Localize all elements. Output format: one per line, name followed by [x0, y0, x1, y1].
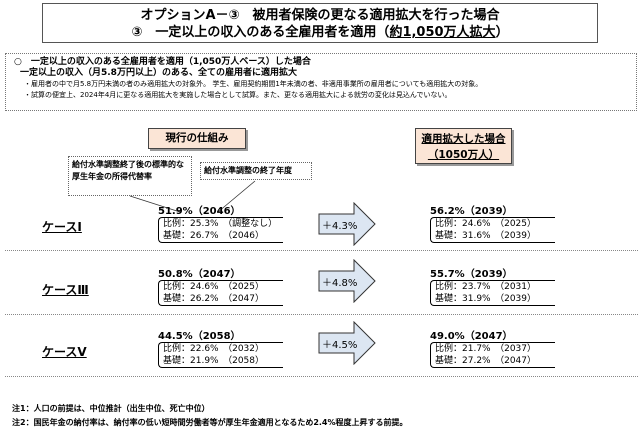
expanded-values: 55.7%（2039） 比例：23.7% （2031） 基礎：31.9% （203… — [430, 265, 555, 306]
conditions-box: ○ 一定以上の収入のある全雇用者を適用（1,050万人ベース）した場合 一定以上… — [5, 53, 637, 111]
expanded-values: 49.0%（2047） 比例：21.7% （2037） 基礎：27.2% （204… — [430, 327, 555, 368]
callout-replacement-rate: 給付水準調整終了後の標準的な厚生年金の所得代替率 — [68, 156, 192, 196]
current-kiso: 基礎：26.7% （2046） — [163, 231, 264, 241]
expanded-breakdown: 比例：24.6% （2025） 基礎：31.6% （2039） — [430, 217, 555, 243]
note-2: 注2：国民年金の納付率は、納付率の低い短時間労働者等が厚生年金適用となるため2.… — [12, 418, 408, 427]
current-breakdown: 比例：25.3% （調整なし） 基礎：26.7% （2046） — [158, 217, 283, 243]
current-total: 44.5%（2058） — [158, 331, 241, 342]
callout-end-year: 給付水準調整の終了年度 — [200, 162, 312, 180]
expanded-total: 56.2%（2039） — [430, 206, 513, 217]
case-row: ケースⅠ 51.9%（2046） 比例：25.3% （調整なし） 基礎：26.7%… — [0, 201, 643, 262]
current-hirei: 比例：25.3% （調整なし） — [163, 219, 278, 229]
page-title: オプションA－③ 被用者保険の更なる適用拡大を行った場合 ③ 一定以上の収入のあ… — [42, 3, 598, 43]
expanded-breakdown: 比例：23.7% （2031） 基礎：31.9% （2039） — [430, 280, 555, 306]
current-hirei: 比例：22.6% （2032） — [163, 344, 264, 354]
increase-arrow: ＋4.3% — [318, 201, 376, 247]
title-line-1: オプションA－③ 被用者保険の更なる適用拡大を行った場合 — [140, 8, 500, 23]
case-label: ケースⅢ — [42, 283, 89, 297]
case-label: ケースⅠ — [42, 220, 82, 234]
condition-bullet: ・試算の便宜上、2024年4月に更なる適用拡大を実施した場合として試算。また、更… — [24, 91, 452, 99]
expanded-header: 適用拡大した場合 （1050万人） — [415, 128, 512, 164]
expanded-hirei: 比例：21.7% （2037） — [435, 344, 536, 354]
callout-line — [217, 180, 256, 213]
note-1: 注1：人口の前提は、中位推計（出生中位、死亡中位） — [12, 404, 210, 413]
increase-value: ＋4.5% — [322, 340, 358, 351]
expanded-hirei: 比例：24.6% （2025） — [435, 219, 536, 229]
increase-value: ＋4.8% — [322, 278, 358, 289]
current-breakdown: 比例：22.6% （2032） 基礎：21.9% （2058） — [158, 342, 283, 368]
expanded-kiso: 基礎：31.9% （2039） — [435, 294, 536, 304]
condition-bullet: ・雇用者の中で月5.8万円未満の者のみ適用拡大の対象外。 学生、雇用契約期間1年… — [24, 80, 483, 88]
arrow-icon — [318, 201, 376, 247]
arrow-icon — [318, 320, 376, 366]
increase-arrow: ＋4.5% — [318, 320, 376, 366]
expanded-hirei: 比例：23.7% （2031） — [435, 282, 536, 292]
expanded-values: 56.2%（2039） 比例：24.6% （2025） 基礎：31.6% （203… — [430, 202, 555, 243]
increase-value: ＋4.3% — [322, 221, 358, 232]
title-line-2: ③ 一定以上の収入のある全雇用者を適用（約1,050万人拡大） — [43, 24, 597, 41]
current-values: 44.5%（2058） 比例：22.6% （2032） 基礎：21.9% （205… — [158, 327, 283, 368]
arrow-icon — [318, 258, 376, 304]
current-values: 50.8%（2047） 比例：24.6% （2025） 基礎：26.2% （204… — [158, 265, 283, 306]
expanded-breakdown: 比例：21.7% （2037） 基礎：27.2% （2047） — [430, 342, 555, 368]
expanded-kiso: 基礎：31.6% （2039） — [435, 231, 536, 241]
title-line-2-prefix: ③ 一定以上の収入のある全雇用者を適用（ — [131, 25, 390, 40]
current-values: 51.9%（2046） 比例：25.3% （調整なし） 基礎：26.7% （204… — [158, 202, 283, 243]
current-system-header: 現行の仕組み — [148, 128, 246, 149]
condition-summary: 一定以上の収入（月5.8万円以上）のある、全ての雇用者に適用拡大 — [20, 68, 297, 78]
increase-arrow: ＋4.8% — [318, 258, 376, 304]
case-row: ケースⅤ 44.5%（2058） 比例：22.6% （2032） 基礎：21.9%… — [0, 320, 643, 387]
current-total: 50.8%（2047） — [158, 269, 241, 280]
expanded-total: 55.7%（2039） — [430, 269, 513, 280]
current-kiso: 基礎：26.2% （2047） — [163, 294, 264, 304]
row-divider — [5, 376, 638, 377]
current-hirei: 比例：24.6% （2025） — [163, 282, 264, 292]
row-divider — [5, 250, 638, 251]
callout-line — [129, 195, 181, 213]
expanded-total: 49.0%（2047） — [430, 331, 513, 342]
row-divider — [5, 314, 638, 315]
expanded-header-line1: 適用拡大した場合 — [421, 133, 506, 145]
title-line-2-emphasis: 約1,050万人拡大 — [389, 25, 496, 40]
case-row: ケースⅢ 50.8%（2047） 比例：24.6% （2025） 基礎：26.2%… — [0, 258, 643, 325]
expanded-kiso: 基礎：27.2% （2047） — [435, 356, 536, 366]
case-label: ケースⅤ — [42, 345, 87, 359]
condition-heading: ○ 一定以上の収入のある全雇用者を適用（1,050万人ベース）した場合 — [14, 57, 311, 67]
expanded-header-line2: （1050万人） — [427, 149, 500, 161]
title-line-2-suffix: ） — [495, 25, 509, 40]
current-kiso: 基礎：21.9% （2058） — [163, 356, 264, 366]
current-breakdown: 比例：24.6% （2025） 基礎：26.2% （2047） — [158, 280, 283, 306]
current-total: 51.9%（2046） — [158, 206, 241, 217]
